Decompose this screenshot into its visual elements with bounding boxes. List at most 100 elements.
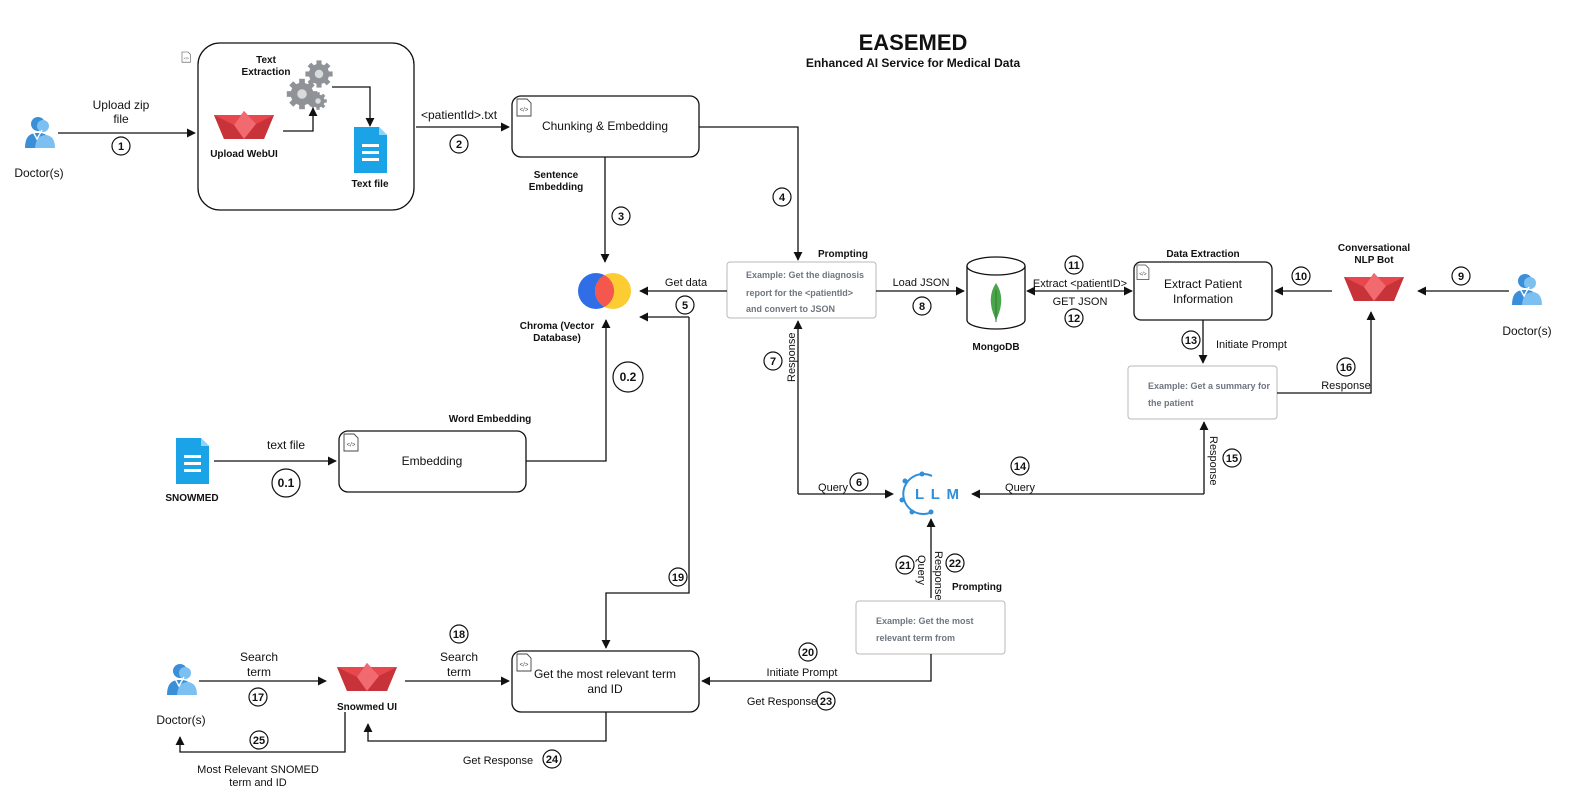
code-file-icon xyxy=(343,433,359,452)
doctor-top-left-label: Doctor(s) xyxy=(14,166,63,180)
small-code-file-icon xyxy=(181,51,191,63)
svg-text:25: 25 xyxy=(253,735,265,747)
edge-search-left-label-2: term xyxy=(247,665,271,679)
step-14-badge: 14 xyxy=(1010,456,1030,476)
step-1-badge: 1 xyxy=(111,136,131,156)
edge-20-23-relevant xyxy=(701,654,932,686)
step-5-badge: 5 xyxy=(675,295,695,315)
code-file-icon xyxy=(1136,264,1150,280)
snowmed-ui-boat-icon xyxy=(337,663,397,691)
svg-text:21: 21 xyxy=(899,560,911,572)
step-19-badge: 19 xyxy=(668,567,688,587)
svg-text:3: 3 xyxy=(618,211,624,223)
relevant-term-label-2: and ID xyxy=(587,682,623,696)
step-0-1-badge: 0.1 xyxy=(271,468,301,498)
most-relevant-label-1: Most Relevant SNOMED xyxy=(197,764,319,776)
edge-16-response xyxy=(1277,311,1376,394)
upload-webui-label: Upload WebUI xyxy=(210,149,278,160)
svg-text:0.2: 0.2 xyxy=(620,370,637,384)
edge-patient-txt-label: <patientId>.txt xyxy=(421,108,498,122)
chroma-label-2: Database) xyxy=(533,333,581,344)
edge-4-to-prompting xyxy=(699,126,803,261)
edge-response-vertical-label: Response xyxy=(932,551,944,601)
svg-text:19: 19 xyxy=(672,572,684,584)
snowmed-ui-label: Snowmed UI xyxy=(337,702,397,713)
edge-24-get-response xyxy=(363,712,607,742)
step-11-badge: 11 xyxy=(1064,255,1084,275)
edge-webui-to-extraction xyxy=(283,107,318,132)
step-17-badge: 17 xyxy=(248,687,268,707)
step-6-badge: 6 xyxy=(849,472,869,492)
embedding-label: Embedding xyxy=(402,454,463,468)
mongodb-cylinder-icon xyxy=(966,256,1026,330)
edge-search-mid-label-2: term xyxy=(447,665,471,679)
svg-text:14: 14 xyxy=(1014,461,1027,473)
step-0-2-badge: 0.2 xyxy=(612,361,644,393)
text-extraction-label-2: Extraction xyxy=(242,67,291,78)
step-15-badge: 15 xyxy=(1222,448,1242,468)
step-13-badge: 13 xyxy=(1181,330,1201,350)
svg-text:15: 15 xyxy=(1226,453,1238,465)
most-relevant-label-2: term and ID xyxy=(229,777,287,789)
svg-text:22: 22 xyxy=(949,558,961,570)
svg-text:11: 11 xyxy=(1068,260,1080,272)
mongodb-label: MongoDB xyxy=(972,342,1019,353)
edge-search-left-label-1: Search xyxy=(240,650,278,664)
sentence-embedding-label-1: Sentence xyxy=(534,170,579,181)
edge-initiate-prompt-right-label: Initiate Prompt xyxy=(1216,339,1287,351)
diagram-subtitle: Enhanced AI Service for Medical Data xyxy=(806,56,1021,70)
step-10-badge: 10 xyxy=(1291,266,1311,286)
doctor-bottom-left-label: Doctor(s) xyxy=(156,713,205,727)
step-12-badge: 12 xyxy=(1064,308,1084,328)
prompting-bottom-label: Prompting xyxy=(952,582,1002,593)
svg-text:20: 20 xyxy=(802,647,814,659)
edge-response-right-label: Response xyxy=(1321,380,1371,392)
edge-text-file-label: text file xyxy=(267,438,305,452)
edge-query-left-label: Query xyxy=(818,482,848,494)
step-25-badge: 25 xyxy=(249,730,269,750)
snowmed-file-icon xyxy=(176,438,209,484)
relevant-prompt-box xyxy=(855,600,1006,655)
edge-extract-patientid-label: Extract <patientID> xyxy=(1033,278,1127,290)
doctor-top-left: Doctor(s) xyxy=(14,116,64,180)
svg-text:7: 7 xyxy=(770,356,776,368)
summary-prompt-box xyxy=(1127,365,1278,420)
llm-label: LLM xyxy=(915,486,959,503)
svg-text:4: 4 xyxy=(779,192,786,204)
edge-25-return xyxy=(175,712,346,753)
step-4-badge: 4 xyxy=(772,187,792,207)
edge-query-vertical-label: Query xyxy=(915,555,927,585)
step-21-badge: 21 xyxy=(895,555,915,575)
edge-load-json-label: Load JSON xyxy=(893,277,950,289)
edge-upload-label-1: Upload zip xyxy=(93,98,150,112)
step-24-badge: 24 xyxy=(542,749,562,769)
svg-text:0.1: 0.1 xyxy=(278,476,295,490)
extract-patient-label-1: Extract Patient xyxy=(1164,277,1243,291)
summary-prompt-line-1: Example: Get a summary for xyxy=(1148,381,1271,391)
step-2-badge: 2 xyxy=(449,134,469,154)
step-16-badge: 16 xyxy=(1336,357,1356,377)
text-file-label: Text file xyxy=(351,179,388,190)
diagnosis-prompt-line-3: and convert to JSON xyxy=(746,304,835,314)
svg-text:9: 9 xyxy=(1458,271,1464,283)
edge-get-response-bottom-label: Get Response xyxy=(747,696,817,708)
edge-query-right-label: Query xyxy=(1005,482,1035,494)
svg-text:16: 16 xyxy=(1340,362,1352,374)
svg-text:23: 23 xyxy=(820,696,832,708)
text-extraction-label-1: Text xyxy=(256,55,276,66)
relevant-prompt-line-1: Example: Get the most xyxy=(876,616,974,626)
step-18-badge: 18 xyxy=(449,624,469,644)
step-9-badge: 9 xyxy=(1451,266,1471,286)
svg-text:8: 8 xyxy=(919,301,925,313)
diagram-title: EASEMED xyxy=(859,30,968,55)
chroma-label-1: Chroma (Vector xyxy=(520,321,595,332)
summary-prompt-line-2: the patient xyxy=(1148,398,1194,408)
svg-text:1: 1 xyxy=(118,141,124,153)
svg-text:24: 24 xyxy=(546,754,559,766)
sentence-embedding-label-2: Embedding xyxy=(529,182,583,193)
doctor-icon xyxy=(166,663,198,696)
diagnosis-prompt-line-1: Example: Get the diagnosis xyxy=(746,270,864,280)
edge-0-2-word-embedding xyxy=(526,319,611,462)
step-22-badge: 22 xyxy=(945,553,965,573)
step-8-badge: 8 xyxy=(912,296,932,316)
